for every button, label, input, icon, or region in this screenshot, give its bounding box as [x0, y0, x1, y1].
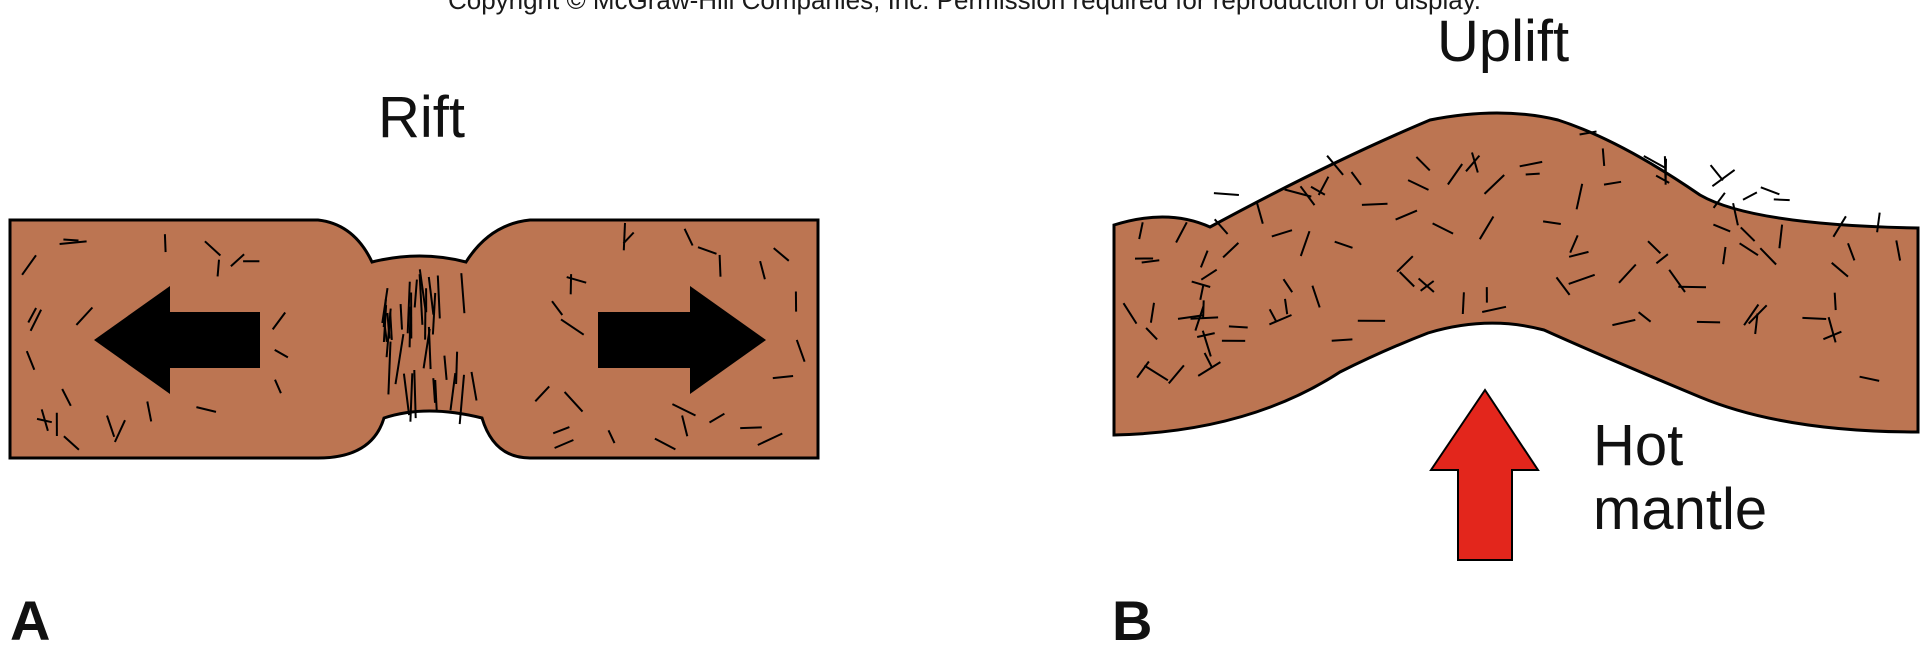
- crust-texture-dash: [1835, 293, 1836, 310]
- crust-texture-dash: [1214, 193, 1239, 195]
- crust-texture-dash: [1678, 287, 1706, 288]
- rift-title: Rift: [378, 84, 465, 151]
- hot-mantle-label-line2: mantle: [1593, 478, 1767, 542]
- hot-mantle-label-line1: Hot: [1593, 414, 1767, 478]
- crust-texture-dash: [1362, 204, 1388, 205]
- rift-neck-dash: [410, 307, 411, 348]
- copyright-notice: Copyright © McGraw-Hill Companies, Inc. …: [0, 0, 1929, 16]
- crust-texture-dash: [720, 255, 721, 277]
- crust-texture-dash: [1761, 187, 1780, 194]
- crust-texture-dash: [1191, 317, 1219, 318]
- panel-label-a: A: [10, 588, 50, 653]
- crust-texture-dash: [1526, 174, 1540, 175]
- hot-mantle-arrow: [1431, 390, 1538, 560]
- crust-texture-dash: [740, 427, 762, 428]
- crust-texture-dash: [1463, 292, 1464, 314]
- rift-neck-dash: [456, 352, 457, 384]
- uplifted-crust-block: [1114, 113, 1918, 435]
- crust-texture-dash: [1603, 148, 1604, 166]
- crust-texture-dash: [63, 240, 78, 241]
- crust-texture-dash: [1774, 199, 1790, 200]
- crust-texture-dash: [1802, 318, 1826, 319]
- crust-texture-dash: [1697, 322, 1720, 323]
- crust-texture-dash: [218, 260, 219, 277]
- crust-texture-dash: [1743, 192, 1757, 199]
- crust-texture-dash: [1229, 326, 1248, 327]
- crust-texture-dash: [165, 234, 166, 252]
- crust-texture-dash: [1665, 156, 1666, 180]
- rift-neck-dash: [414, 370, 415, 418]
- hot-mantle-label: Hot mantle: [1593, 414, 1767, 542]
- rift-neck-dash: [401, 304, 402, 330]
- panel-label-b: B: [1112, 588, 1152, 653]
- crust-texture-dash: [1332, 339, 1353, 340]
- crust-texture-dash: [1711, 165, 1723, 180]
- crust-texture-dash: [624, 223, 625, 250]
- uplift-title: Uplift: [1437, 8, 1569, 75]
